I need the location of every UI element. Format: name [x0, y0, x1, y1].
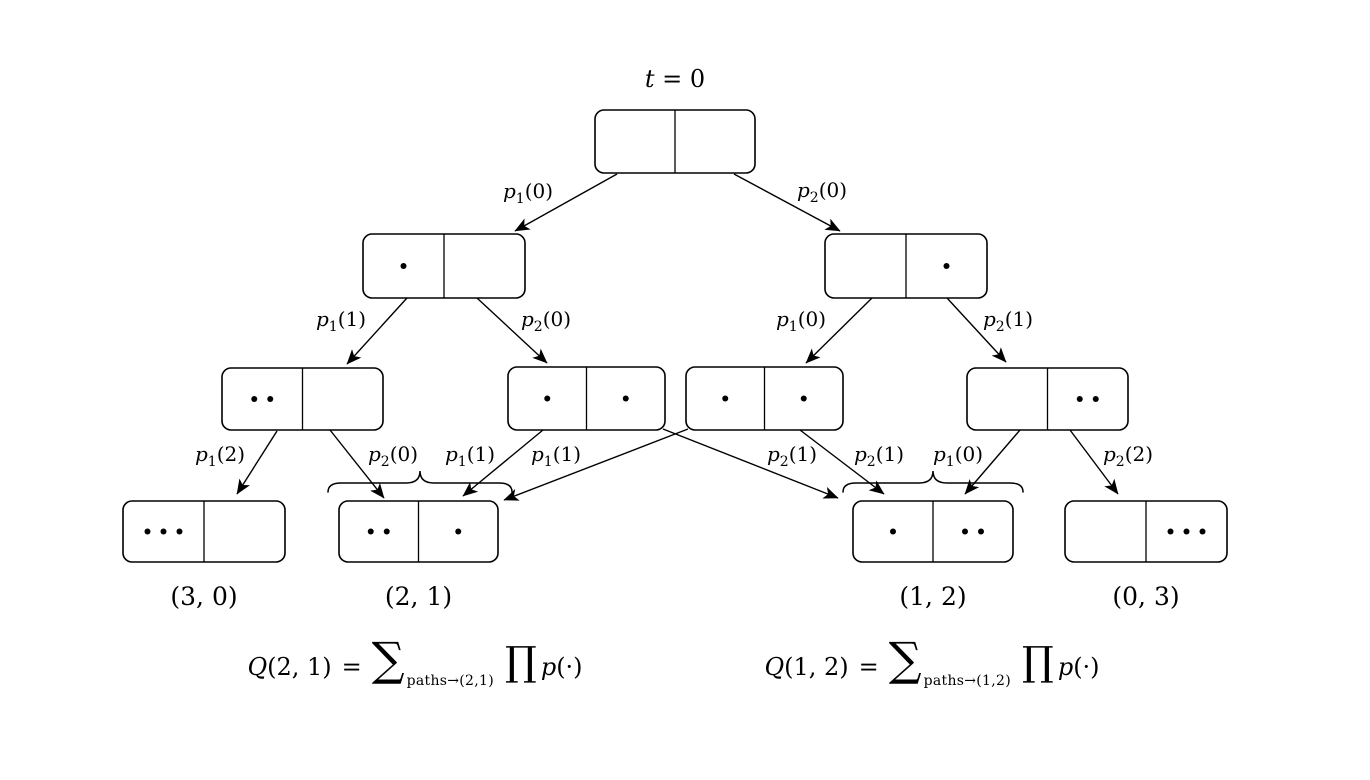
token-dot: [367, 528, 374, 535]
transition-probability-label: p2(1): [854, 442, 904, 470]
paths-merge-brace: [327, 470, 513, 493]
formula-lhs-var: Q: [247, 653, 268, 681]
token-dot: [160, 528, 167, 535]
tree-diagram-svg: t = 0 (3, 0) (2, 1) (1, 2) (0, 3) p1(0) p2(0) p…: [122, 65, 1228, 611]
term-args: (·): [556, 653, 583, 681]
state-box: [966, 367, 1129, 431]
state-box: [338, 500, 499, 563]
token-dot: [251, 396, 258, 402]
transition-arrow: [514, 173, 618, 232]
state-box: [852, 500, 1014, 563]
q21-formula: Q(2, 1) = ∑ paths→(2,1) ∏ p(·): [215, 636, 615, 698]
transition-probability-label: p2(0): [521, 307, 571, 335]
transition-probability-label: p1(0): [933, 442, 983, 470]
state-box: [362, 233, 526, 299]
term-var: p: [540, 653, 557, 681]
token-dot: [890, 528, 896, 535]
term-args: (·): [1073, 653, 1100, 681]
token-dot: [400, 263, 407, 269]
equals-sign: =: [341, 653, 362, 681]
state-box: [1064, 500, 1228, 563]
transition-probability-label: p2(1): [767, 442, 817, 470]
transition-probability-label: p1(0): [776, 307, 826, 335]
transition-arrow: [329, 429, 385, 499]
state-coordinates-label: (3, 0): [170, 582, 237, 611]
q12-formula: Q(1, 2) = ∑ paths→(1,2) ∏ p(·): [732, 636, 1132, 698]
transition-arrow: [662, 428, 839, 499]
transition-arrow: [1069, 429, 1119, 495]
transition-probability-label: p1(1): [531, 442, 581, 470]
token-dot: [455, 528, 462, 535]
paths-merge-brace: [842, 470, 1024, 493]
term-var: p: [1057, 653, 1074, 681]
transition-probability-label: p2(0): [797, 178, 847, 206]
transition-probability-label: p2(0): [368, 442, 418, 470]
token-dot: [176, 528, 183, 535]
token-dot: [1199, 528, 1206, 535]
token-dot: [544, 395, 551, 402]
token-dot: [722, 395, 729, 402]
summation-subscript: paths→(2,1): [406, 673, 494, 689]
transition-probability-label: p1(0): [503, 179, 553, 207]
state-box: [594, 109, 756, 174]
transition-arrow: [476, 297, 548, 364]
token-dot: [978, 528, 984, 535]
token-dot: [962, 528, 968, 535]
token-dot: [800, 395, 807, 402]
transition-arrow: [503, 428, 689, 501]
transition-probability-label: p1(2): [195, 442, 245, 470]
transition-arrow: [462, 429, 544, 497]
transition-probability-label: p1(1): [445, 442, 495, 470]
lattice-tree: t = 0 (3, 0) (2, 1) (1, 2) (0, 3) p1(0) p2(0) p…: [122, 65, 1228, 611]
state-coordinates-label: (1, 2): [899, 582, 966, 611]
token-dot: [622, 395, 629, 402]
formula-lhs-var: Q: [764, 653, 785, 681]
token-dot: [383, 528, 390, 535]
token-dot: [144, 528, 151, 535]
product-symbol: ∏: [504, 639, 537, 685]
summation-subscript: paths→(1,2): [923, 673, 1011, 689]
state-box: [507, 366, 666, 431]
formula-lhs-args: (1, 2): [784, 653, 849, 681]
token-dot: [1092, 396, 1099, 402]
transition-probability-label: p1(1): [316, 307, 366, 335]
summation-symbol: ∑: [888, 632, 922, 686]
token-dot: [943, 263, 950, 269]
transition-probability-label: p2(2): [1103, 442, 1153, 470]
transition-arrow: [236, 430, 278, 495]
state-coordinates-label: (0, 3): [1112, 582, 1179, 611]
transition-probability-label: p2(1): [983, 307, 1033, 335]
token-dot: [1167, 528, 1174, 535]
transition-arrow: [946, 297, 1007, 363]
token-dot: [1076, 396, 1083, 402]
transition-arrow: [805, 297, 873, 364]
state-box: [221, 367, 384, 431]
state-coordinates-label: (2, 1): [385, 582, 452, 611]
state-box: [824, 233, 988, 299]
transition-arrow: [346, 297, 408, 365]
summation-symbol: ∑: [371, 632, 405, 686]
equals-sign: =: [858, 653, 879, 681]
formula-lhs-args: (2, 1): [267, 653, 332, 681]
transition-arrow: [733, 173, 841, 232]
token-dot: [267, 396, 274, 402]
time-label: t = 0: [645, 65, 705, 93]
token-dot: [1183, 528, 1190, 535]
state-box: [122, 500, 286, 563]
state-box: [685, 366, 844, 431]
product-symbol: ∏: [1021, 639, 1054, 685]
